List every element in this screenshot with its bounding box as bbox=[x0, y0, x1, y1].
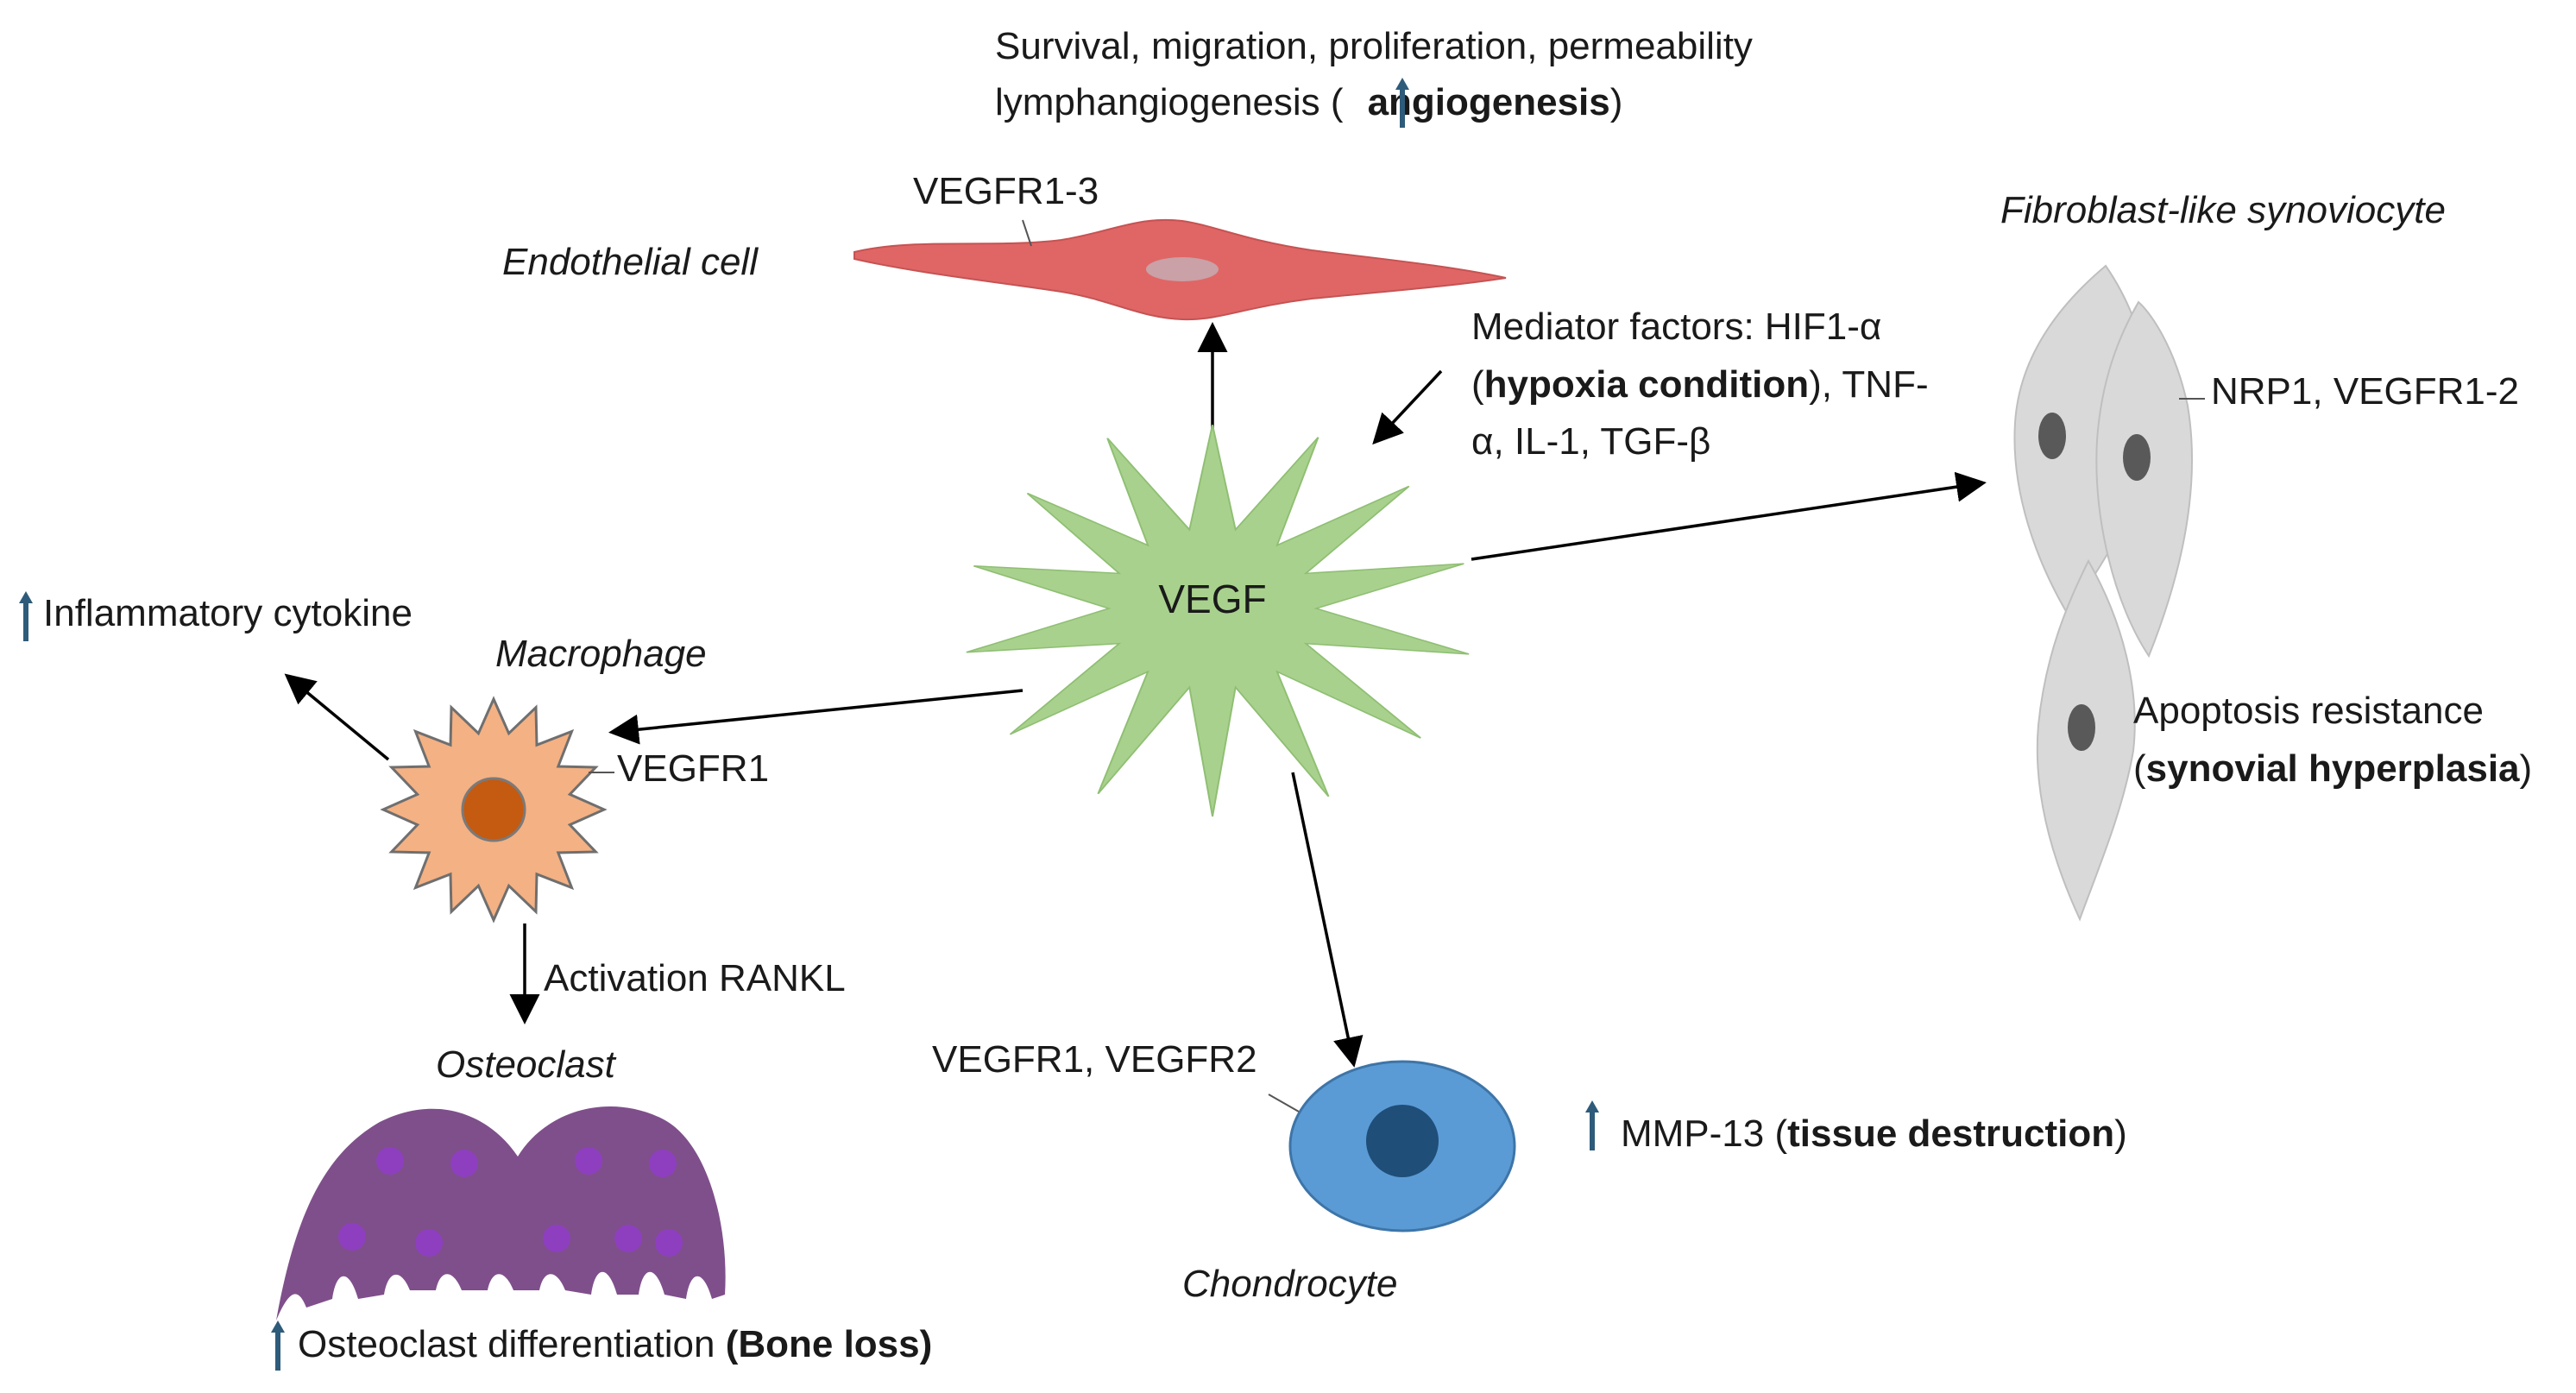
up-arrow-head bbox=[19, 591, 33, 603]
synoviocyte-cell-2 bbox=[2095, 300, 2193, 659]
endothelial-effect-line2-pre: lymphangiogenesis ( bbox=[995, 81, 1344, 123]
mediator-factors: Mediator factors: HIF1-α (hypoxia condit… bbox=[1471, 306, 1929, 463]
arrow-vegf-to-macrophage bbox=[608, 689, 1023, 745]
up-arrow-head bbox=[271, 1321, 285, 1333]
endothelial-effect: Survival, migration, proliferation, perm… bbox=[995, 25, 1753, 128]
endothelial-effect-line2: lymphangiogenesis (angiogenesis) bbox=[995, 81, 1622, 123]
osteoclast-nucleus bbox=[415, 1229, 443, 1257]
arrow-macrophage-to-cytokine bbox=[284, 673, 390, 761]
chondrocyte-effect-bold: tissue destruction bbox=[1787, 1113, 2114, 1155]
mediator-line3: α, IL-1, TGF-β bbox=[1471, 420, 1710, 463]
rankl-activation-label: Activation RANKL bbox=[544, 957, 846, 999]
chondrocyte-receptor-label: VEGFR1, VEGFR2 bbox=[932, 1038, 1257, 1081]
synoviocyte-cell-label: Fibroblast-like synoviocyte bbox=[2000, 189, 2446, 231]
endothelial-receptor-label: VEGFR1-3 bbox=[913, 170, 1099, 212]
synoviocyte-effect-line2: (synovial hyperplasia) bbox=[2133, 747, 2532, 790]
osteoclast: Osteoclast Osteoclast differentiation (B… bbox=[271, 1043, 932, 1371]
osteoclast-nucleus bbox=[649, 1150, 677, 1177]
chondrocyte: VEGFR1, VEGFR2 Chondrocyte MMP-13 (tissu… bbox=[932, 1038, 2127, 1305]
up-arrow-shaft bbox=[23, 600, 28, 641]
mediator-line2: (hypoxia condition), TNF- bbox=[1471, 363, 1929, 406]
synoviocyte-effect-bold: synovial hyperplasia bbox=[2146, 747, 2520, 790]
endothelial-effect-line2-post: ) bbox=[1610, 81, 1623, 123]
vegf-label: VEGF bbox=[1158, 577, 1266, 621]
endothelial-cell-label: Endothelial cell bbox=[502, 241, 759, 283]
up-arrow-icon bbox=[19, 591, 33, 641]
mediator-line2-post: ), TNF- bbox=[1809, 363, 1929, 406]
macrophage-receptor-label: VEGFR1 bbox=[617, 747, 769, 790]
osteoclast-effect-pre: Osteoclast differentiation bbox=[298, 1323, 726, 1365]
up-arrow-shaft bbox=[1400, 86, 1405, 128]
arrow-vegf-to-chondrocyte bbox=[1291, 772, 1364, 1068]
osteoclast-nucleus bbox=[450, 1150, 478, 1177]
chondrocyte-cell-label: Chondrocyte bbox=[1182, 1263, 1397, 1305]
endothelial-cell: VEGFR1-3 Endothelial cell bbox=[502, 170, 1507, 321]
endothelial-nucleus bbox=[1146, 257, 1219, 281]
endothelial-receptor-leader bbox=[1022, 219, 1032, 247]
chondrocyte-effect-label: MMP-13 (tissue destruction) bbox=[1621, 1113, 2127, 1155]
synoviocyte-effect-line2-post: ) bbox=[2520, 747, 2533, 790]
up-arrow-shaft bbox=[275, 1329, 280, 1371]
up-arrow-shaft bbox=[1590, 1109, 1595, 1150]
mediator-line1: Mediator factors: HIF1-α bbox=[1471, 306, 1881, 348]
vegf-star: VEGF bbox=[966, 425, 1470, 817]
osteoclast-effect-label: Osteoclast differentiation (Bone loss) bbox=[298, 1323, 932, 1365]
vegf-star-shape bbox=[966, 425, 1470, 817]
osteoclast-nucleus bbox=[655, 1229, 683, 1257]
chondrocyte-effect-post: ) bbox=[2114, 1113, 2127, 1155]
osteoclast-nucleus bbox=[543, 1225, 570, 1252]
up-arrow-icon bbox=[1585, 1100, 1599, 1150]
osteoclast-effect-bold: (Bone loss) bbox=[726, 1323, 933, 1365]
arrow-mediators-to-vegf bbox=[1372, 369, 1443, 445]
up-arrow-head bbox=[1585, 1100, 1599, 1113]
synoviocyte-effect-line2-pre: ( bbox=[2133, 747, 2146, 790]
osteoclast-nucleus bbox=[376, 1147, 404, 1175]
up-arrow-icon bbox=[1395, 78, 1409, 128]
macrophage: Macrophage VEGFR1 Inflammatory cytokine … bbox=[19, 591, 846, 999]
synoviocyte-nucleus-3 bbox=[2068, 704, 2095, 751]
synoviocyte-nucleus-2 bbox=[2123, 434, 2151, 481]
arrow-vegf-to-synoviocyte bbox=[1471, 471, 1987, 561]
chondrocyte-receptor-leader bbox=[1268, 1094, 1300, 1113]
mediator-line2-bold: hypoxia condition bbox=[1484, 363, 1809, 406]
macrophage-effect-label: Inflammatory cytokine bbox=[43, 592, 413, 634]
osteoclast-nucleus bbox=[338, 1223, 366, 1251]
up-arrow-icon bbox=[271, 1321, 285, 1371]
osteoclast-nucleus bbox=[614, 1225, 642, 1252]
synoviocyte-cells: Fibroblast-like synoviocyte NRP1, VEGFR1… bbox=[2000, 189, 2532, 922]
osteoclast-nucleus bbox=[575, 1147, 602, 1175]
synoviocyte-nucleus-1 bbox=[2038, 413, 2066, 459]
chondrocyte-effect-pre: MMP-13 ( bbox=[1621, 1113, 1787, 1155]
chondrocyte-nucleus bbox=[1366, 1105, 1439, 1177]
endothelial-effect-line1: Survival, migration, proliferation, perm… bbox=[995, 25, 1753, 67]
macrophage-nucleus bbox=[461, 777, 526, 842]
osteoclast-nuclei bbox=[338, 1147, 683, 1257]
synoviocyte-receptor-label: NRP1, VEGFR1-2 bbox=[2211, 370, 2519, 413]
synoviocyte-effect-line1: Apoptosis resistance bbox=[2133, 690, 2484, 732]
macrophage-cell-label: Macrophage bbox=[495, 633, 707, 675]
osteoclast-cell-label: Osteoclast bbox=[436, 1043, 617, 1086]
up-arrow-head bbox=[1395, 78, 1409, 90]
arrows bbox=[284, 322, 1987, 1068]
osteoclast-shape bbox=[276, 1106, 726, 1321]
mediator-line2-pre: ( bbox=[1471, 363, 1484, 406]
